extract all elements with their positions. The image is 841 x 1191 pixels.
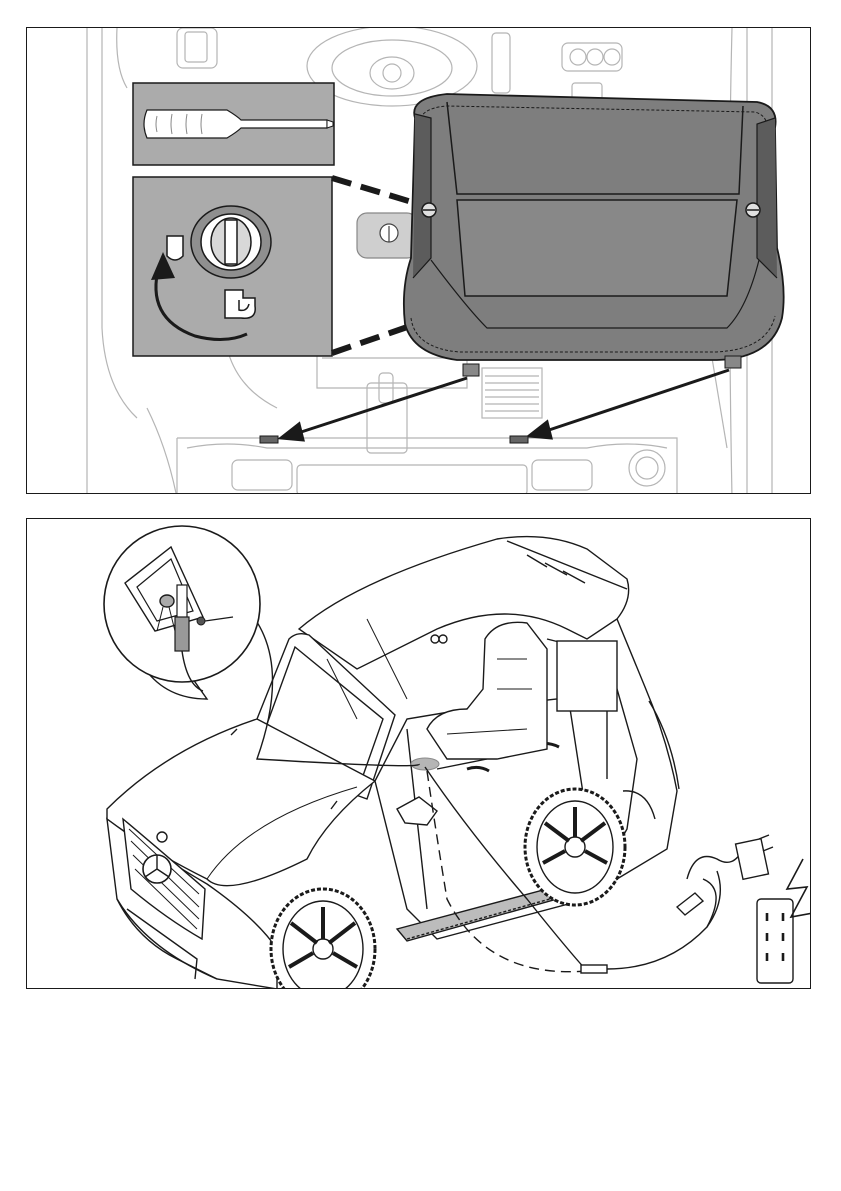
fastener-callout: [133, 177, 332, 356]
slot-unlocked-icon: [167, 236, 183, 260]
wall-outlet-icon: [757, 899, 793, 983]
slot-left: [260, 436, 278, 443]
charging-illustration: [27, 519, 811, 989]
seat-installation-panel: [26, 27, 811, 494]
front-wheel: [271, 889, 375, 989]
screwdriver-callout: [133, 83, 334, 165]
slot-right: [510, 436, 528, 443]
charging-panel: [26, 518, 811, 989]
seat-tab-right: [725, 356, 741, 368]
quarter-turn-screw-icon: [211, 218, 251, 266]
seat-installation-illustration: [27, 28, 811, 494]
rear-wheel: [525, 789, 625, 905]
charger-plug: [175, 585, 189, 651]
seat-tab-left: [463, 364, 479, 376]
insertion-arrows: [281, 370, 729, 440]
seat: [404, 94, 784, 376]
